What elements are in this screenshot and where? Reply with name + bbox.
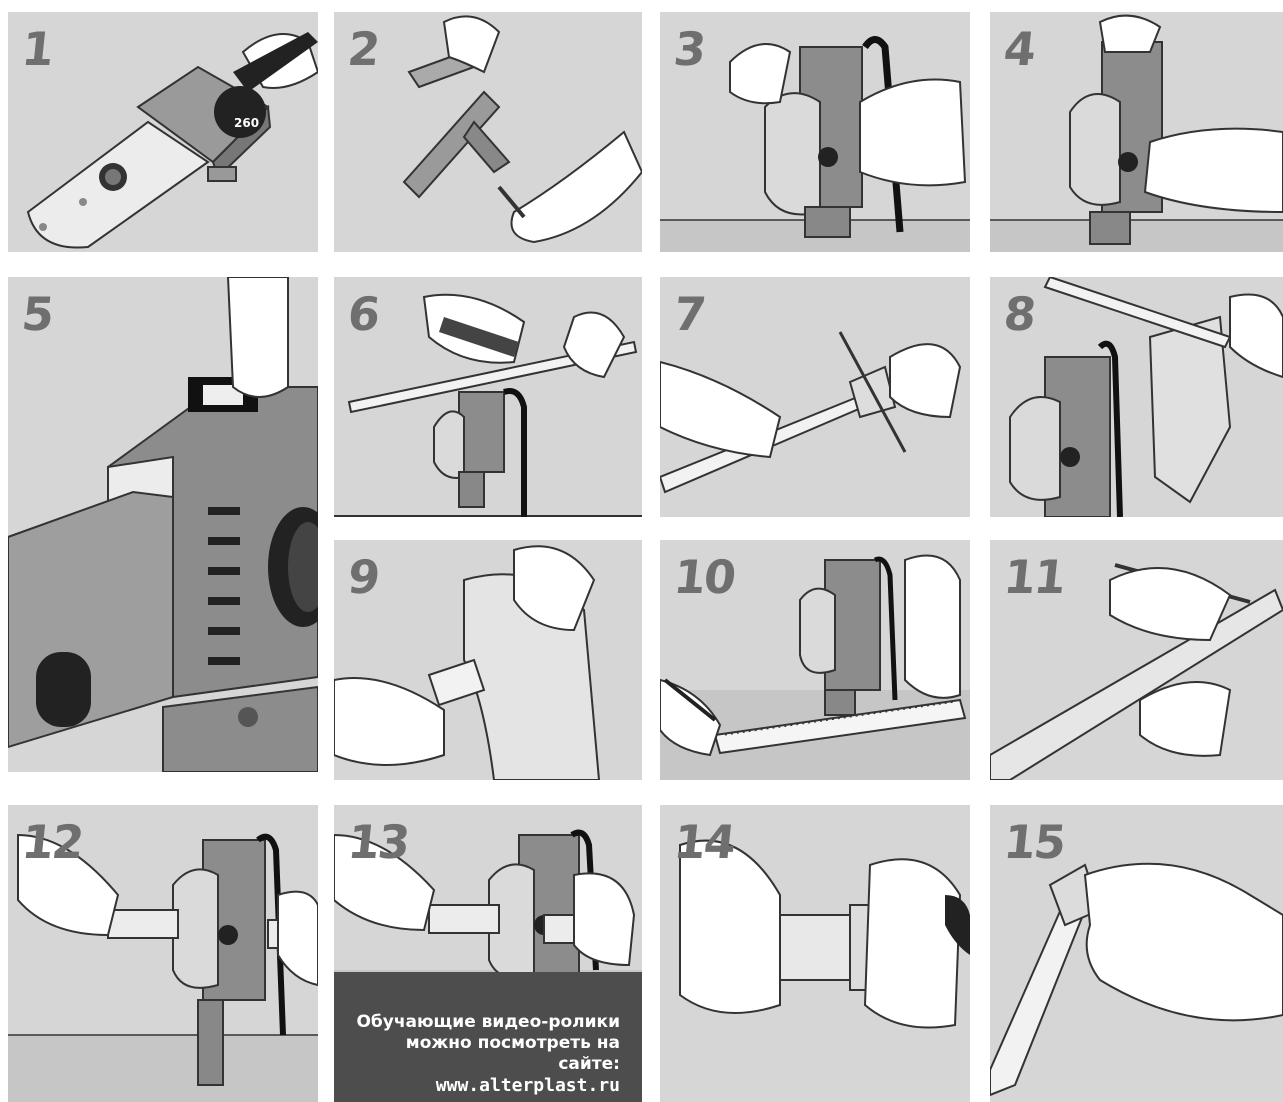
step-number: 1 xyxy=(20,26,55,72)
step-9-panel: 9 xyxy=(334,540,642,780)
chamfering-pipe-illustration xyxy=(660,277,970,517)
step-10-panel: 10 xyxy=(660,540,970,780)
step-14-panel: 14 xyxy=(660,805,970,1102)
step-1-panel: 1 260 xyxy=(8,12,318,252)
step-11-panel: 11 xyxy=(990,540,1283,780)
power-switch-illustration xyxy=(8,277,318,772)
step-12-panel: 12 xyxy=(8,805,318,1102)
step-3-panel: 3 xyxy=(660,12,970,252)
step-6-panel: 6 xyxy=(334,277,642,517)
step-4-panel: 4 xyxy=(990,12,1283,252)
step-8-panel: 8 xyxy=(990,277,1283,517)
step-number: 3 xyxy=(672,26,707,72)
step-number: 14 xyxy=(672,819,737,865)
step-number: 11 xyxy=(1002,554,1067,600)
step-number: 15 xyxy=(1002,819,1067,865)
step-number: 5 xyxy=(20,291,55,337)
step-number: 8 xyxy=(1002,291,1037,337)
cutting-pipe-illustration xyxy=(334,277,642,517)
step-number: 10 xyxy=(672,554,737,600)
info-line-2: можно посмотреть на сайте: xyxy=(342,1033,620,1075)
step-7-panel: 7 xyxy=(660,277,970,517)
step-number: 7 xyxy=(672,291,707,337)
info-line-1: Обучающие видео-ролики xyxy=(342,1012,620,1033)
step-number: 2 xyxy=(346,26,381,72)
mounting-nozzle-illustration xyxy=(660,12,970,252)
step-number: 6 xyxy=(346,291,381,337)
step-number: 13 xyxy=(346,819,411,865)
step-number: 12 xyxy=(20,819,85,865)
step-number: 4 xyxy=(1002,26,1037,72)
stand-assembly-illustration xyxy=(334,12,642,252)
step-2-panel: 2 xyxy=(334,12,642,252)
step-5-panel: 5 xyxy=(8,277,318,772)
welding-iron-thermostat-illustration xyxy=(8,12,318,252)
thermostat-label: 260 xyxy=(234,116,259,130)
step-number: 9 xyxy=(346,554,381,600)
step-15-panel: 15 xyxy=(990,805,1283,1102)
website-link[interactable]: www.alterplast.ru xyxy=(342,1075,620,1097)
degreasing-pipe-illustration xyxy=(334,540,642,780)
video-tutorials-info-box: Обучающие видео-ролики можно посмотреть … xyxy=(334,972,642,1102)
